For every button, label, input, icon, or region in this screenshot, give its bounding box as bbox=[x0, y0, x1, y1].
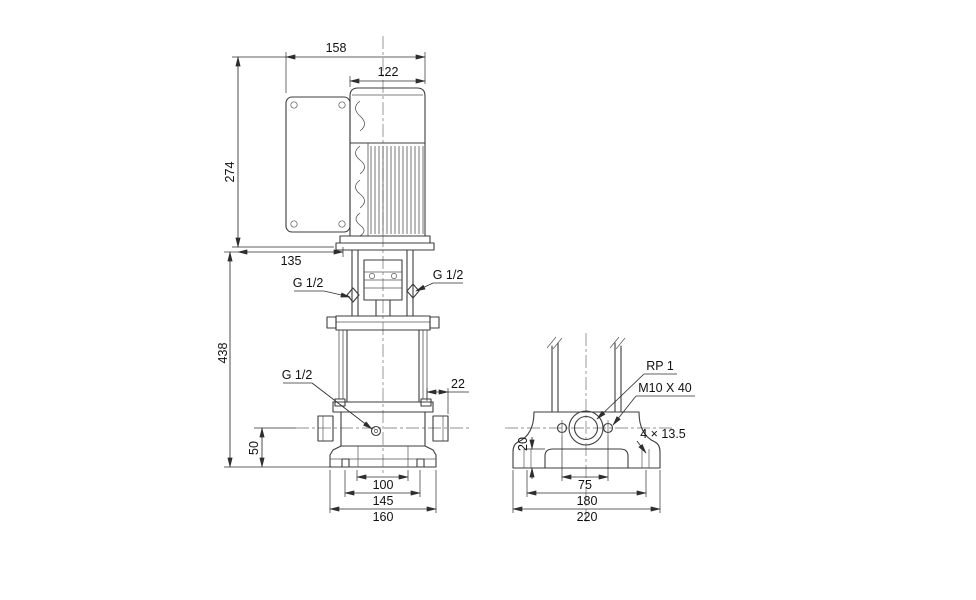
dim-base-holes-inner: 100 bbox=[373, 478, 394, 492]
dim-width-head: 135 bbox=[281, 254, 302, 268]
pump-base bbox=[317, 401, 449, 468]
front-centerlines bbox=[296, 36, 472, 476]
pump-head-flange bbox=[326, 315, 440, 331]
dim-foot-hole-spacing: 180 bbox=[577, 494, 598, 508]
side-view: RP 1 M10 X 40 4 × 13.5 20 75 180 bbox=[505, 333, 695, 524]
dim-base-holes-outer: 145 bbox=[373, 494, 394, 508]
motor bbox=[335, 87, 435, 251]
label-port-left: G 1/2 bbox=[293, 276, 324, 290]
front-view: 158 122 274 135 438 G 1/2 G 1/2 bbox=[216, 36, 472, 524]
dim-port-center-height: 50 bbox=[247, 441, 261, 455]
dim-height-motor: 274 bbox=[223, 162, 237, 183]
dim-base-plate-height: 20 bbox=[516, 437, 530, 451]
dim-width-fan: 122 bbox=[378, 65, 399, 79]
pipe-column bbox=[546, 336, 626, 413]
terminal-box bbox=[285, 96, 351, 233]
dim-port-offset: 22 bbox=[451, 377, 465, 391]
motor-fins bbox=[370, 146, 424, 234]
suction-port bbox=[317, 415, 334, 442]
base-bolt-slot-right bbox=[416, 458, 425, 468]
label-bolt-spec: M10 X 40 bbox=[638, 381, 692, 395]
dim-width-total: 158 bbox=[326, 41, 347, 55]
label-foot-holes: 4 × 13.5 bbox=[640, 427, 686, 441]
dim-height-pump: 438 bbox=[216, 343, 230, 364]
discharge-port bbox=[432, 415, 449, 442]
motor-casting-waves bbox=[355, 100, 365, 237]
mounting-base bbox=[512, 410, 661, 469]
label-port-right: G 1/2 bbox=[433, 268, 464, 282]
drain-plug bbox=[370, 425, 382, 437]
left-port-plug bbox=[346, 287, 360, 303]
dim-base-width-front: 160 bbox=[373, 510, 394, 524]
label-port-thread: RP 1 bbox=[646, 359, 674, 373]
dim-bolt-spacing: 75 bbox=[578, 478, 592, 492]
label-port-drain: G 1/2 bbox=[282, 368, 313, 382]
side-dimensions: RP 1 M10 X 40 4 × 13.5 20 75 180 bbox=[512, 359, 695, 524]
base-bolt-slot-left bbox=[341, 458, 350, 468]
dim-base-width-side: 220 bbox=[577, 510, 598, 524]
front-dimensions: 158 122 274 135 438 G 1/2 G 1/2 bbox=[216, 41, 469, 524]
